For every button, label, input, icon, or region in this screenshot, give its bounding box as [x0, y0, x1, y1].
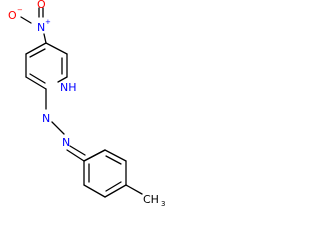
- bond-n-ring: [43, 33, 47, 44]
- benz-bond-6: [83, 149, 106, 162]
- ring-bond-6: [25, 42, 47, 55]
- bond-ring-methyl: [125, 184, 143, 195]
- hydrazone-bonds: [45, 88, 106, 162]
- nitro-group: O − O N +: [8, 0, 51, 34]
- bond-n-o-single: [20, 16, 32, 24]
- nitro-bonds: [20, 7, 47, 44]
- methyl-group: CH 3: [143, 193, 165, 208]
- ring-inner-2: [29, 73, 46, 84]
- chemical-structure: O − O N + NH N N CH 3: [8, 0, 165, 208]
- ring-bond-1: [45, 42, 68, 55]
- benz-bond-1: [104, 149, 127, 162]
- bond-n-ch: [66, 149, 85, 162]
- atom-nh: NH: [60, 81, 77, 94]
- bond-n-ch-double: [69, 145, 86, 156]
- methyl-subscript: 3: [161, 200, 165, 208]
- charge-plus: +: [45, 18, 51, 26]
- atom-o-minus: O: [8, 9, 17, 22]
- atom-o-double: O: [37, 0, 46, 11]
- ring-bond-3: [57, 76, 68, 83]
- atom-ch3: CH: [143, 193, 159, 206]
- benz-inner-2: [105, 181, 122, 192]
- atom-n-hydrazone-2: N: [62, 136, 70, 149]
- atom-n-nitro: N: [37, 21, 45, 34]
- bond-n-n: [51, 121, 65, 135]
- ring-bond-4: [25, 76, 47, 90]
- benzene-ring: [83, 149, 143, 198]
- charge-minus: −: [17, 6, 23, 14]
- benz-bond-4: [83, 184, 106, 198]
- benz-inner-1: [105, 155, 122, 165]
- benz-bond-3: [104, 184, 127, 198]
- atom-n-hydrazone-1: N: [42, 112, 50, 125]
- pyridine-ring: [25, 42, 68, 90]
- ring-inner-3: [29, 48, 46, 58]
